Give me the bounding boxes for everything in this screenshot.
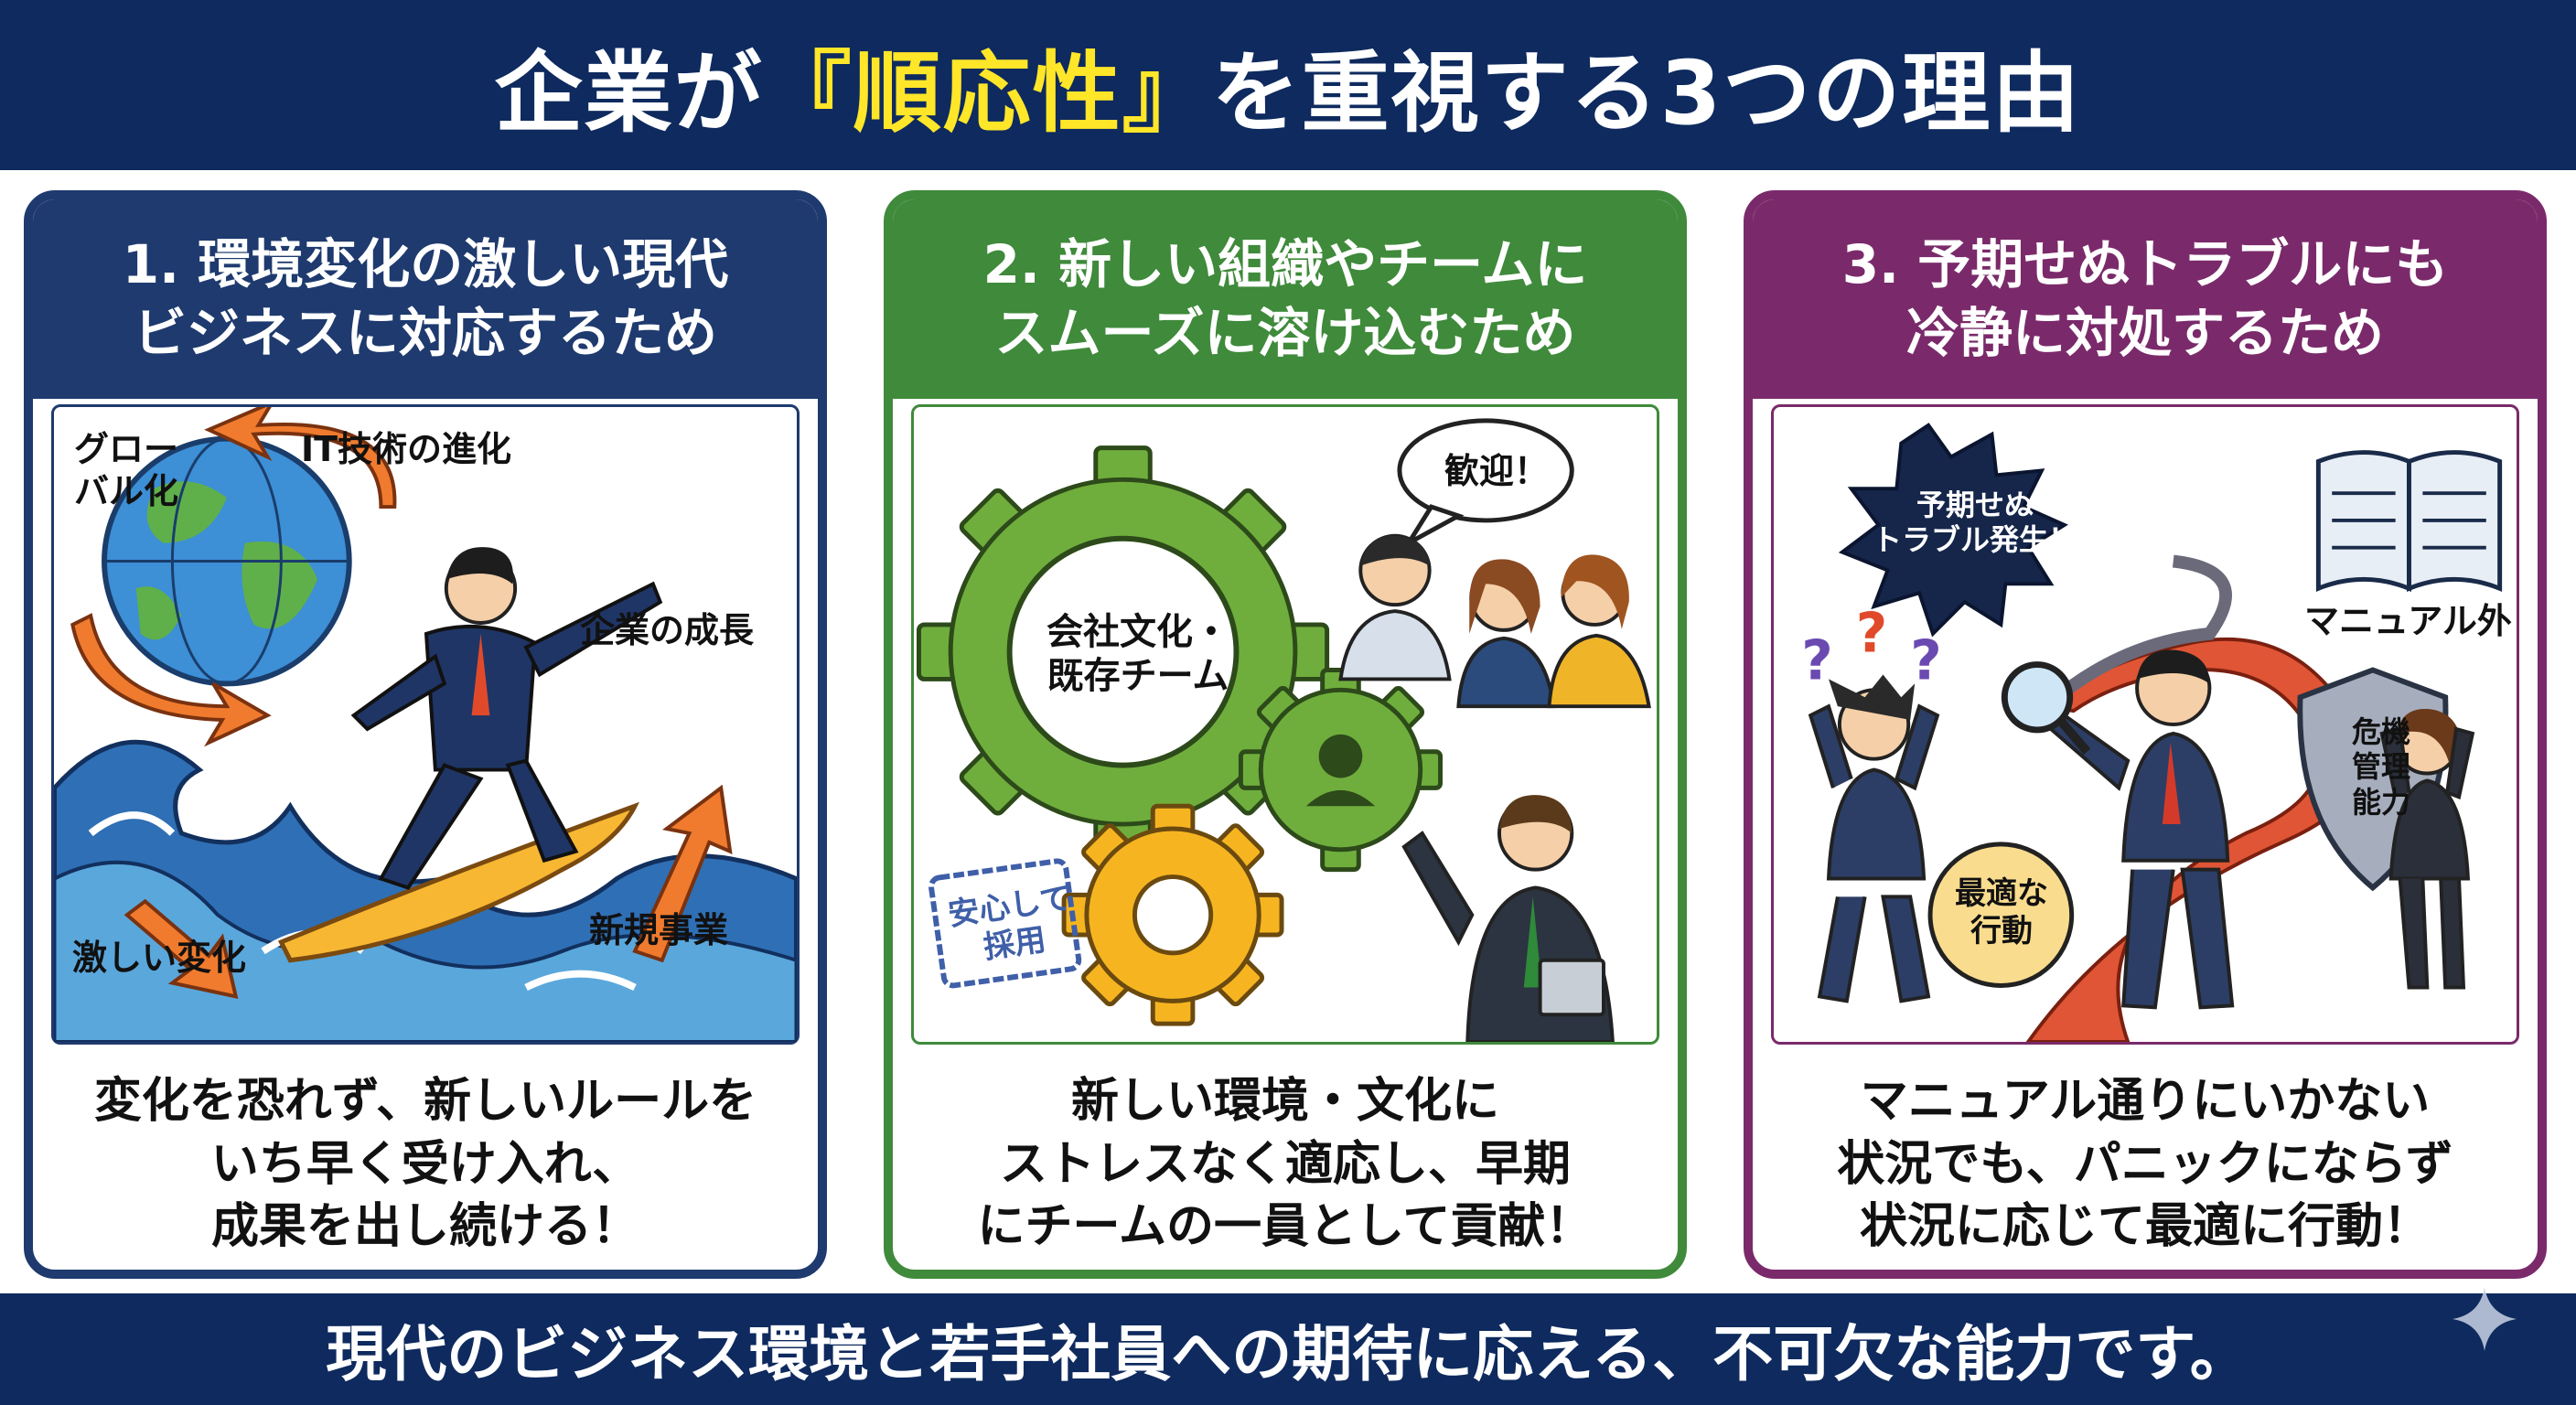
label-global-text: グロー バル化	[74, 429, 179, 511]
label-optimal-line1: 最適な	[1955, 875, 2048, 912]
label-it: IT技術の進化	[301, 429, 512, 469]
label-manual: マニュアル外	[2304, 601, 2512, 641]
label-new-business: 新規事業	[589, 910, 729, 950]
arrow-icon	[70, 613, 272, 747]
panicked-man-icon	[1808, 674, 1940, 1003]
label-shield-line3: 能力	[2352, 784, 2411, 820]
card-header: 3. 予期せぬトラブルにも 冷静に対処するため	[1753, 199, 2538, 399]
card-body-line2: ストレスなく適応し、早期	[999, 1136, 1571, 1192]
label-gear-culture: 会社文化・ 既存チーム	[1046, 610, 1229, 698]
gears-illustration: 歓迎！ 会社文化・ 既存チーム 安心して 採用	[911, 404, 1659, 1045]
title-highlight: 『順応性』	[763, 41, 1212, 145]
footer-text: 現代のビジネス環境と若手社員への期待に応える、不可欠な能力です。	[326, 1319, 2250, 1389]
card-title-line2: 冷静に対処するため	[1905, 302, 2384, 364]
new-employee-icon	[1401, 795, 1615, 1042]
speech-bubble-icon	[1397, 418, 1574, 550]
card-header: 1. 環境変化の激しい現代 ビジネスに対応するため	[33, 199, 818, 399]
sparkle-icon	[2453, 1287, 2517, 1351]
gear-icon	[1061, 803, 1284, 1026]
question-icon: ?	[1856, 603, 1888, 666]
gear-icon	[1238, 668, 1444, 873]
businessman-icon	[350, 547, 663, 890]
card-title-line2: スムーズに溶け込むため	[994, 302, 1576, 364]
card-body: 変化を恐れず、新しいルールを いち早く受け入れ、 成果を出し続ける！	[33, 1068, 818, 1260]
burst-icon	[1838, 423, 2068, 638]
gears-and-team-image	[916, 418, 1651, 1042]
label-trouble-line2: トラブル発生！	[1873, 522, 2078, 558]
crisis-illustration: ? ? ?	[1771, 404, 2519, 1045]
label-trouble: 予期せぬ トラブル発生！	[1873, 488, 2077, 558]
card-body: 新しい環境・文化に ストレスなく適応し、早期 にチームの一員として貢献！	[893, 1068, 1678, 1260]
label-gear-line2: 既存チーム	[1046, 655, 1229, 697]
card-body-line3: にチームの一員として貢献！	[977, 1199, 1594, 1255]
thought-bubble-icon	[1927, 842, 2075, 989]
arrow-icon	[123, 898, 239, 1000]
card-body-line2: 状況でも、パニックにならず	[1837, 1136, 2453, 1192]
card-body-line1: 新しい環境・文化に	[1070, 1074, 1499, 1130]
label-global: グロー バル化	[74, 429, 178, 512]
card-body-line3: 成果を出し続ける！	[210, 1199, 639, 1255]
calm-businessman-icon	[2047, 649, 2235, 1010]
card-body-line1: マニュアル通りにいかない	[1860, 1074, 2431, 1130]
label-welcome: 歓迎！	[1444, 451, 1550, 491]
stamp-icon	[928, 858, 1082, 989]
label-gear-line1: 会社文化・	[1046, 611, 1229, 653]
title-post: を重視する3つの理由	[1211, 41, 2082, 145]
arrow-icon	[204, 407, 397, 509]
surfing-illustration: グロー バル化 IT技術の進化 企業の成長 激しい変化 新規事業	[51, 404, 800, 1045]
question-icon: ?	[1910, 629, 1942, 692]
card-header: 2. 新しい組織やチームに スムーズに溶け込むため	[893, 199, 1678, 399]
label-shield-line2: 管理	[2352, 749, 2411, 785]
gear-icon	[916, 445, 1330, 859]
page-title: 企業が 『順応性』 を重視する3つの理由	[0, 0, 2576, 170]
label-shield: 危機 管理 能力	[2352, 714, 2410, 820]
team-members-icon	[1338, 533, 1651, 709]
card-title-line1: 3. 予期せぬトラブルにも	[1841, 232, 2449, 295]
card-body: マニュアル通りにいかない 状況でも、パニックにならず 状況に応じて最適に行動！	[1753, 1068, 2538, 1260]
label-change: 激しい変化	[72, 938, 247, 978]
label-trouble-line1: 予期せぬ	[1916, 488, 2034, 522]
globe-icon	[102, 435, 352, 687]
card-title-line1: 1. 環境変化の激しい現代	[122, 232, 729, 295]
book-icon	[2315, 450, 2503, 592]
label-optimal: 最適な 行動	[1955, 875, 2048, 950]
arrow-icon	[632, 784, 733, 963]
label-optimal-line2: 行動	[1970, 912, 2033, 949]
card-title-line2: ビジネスに対応するため	[133, 302, 717, 364]
card-body-line3: 状況に応じて最適に行動！	[1859, 1199, 2431, 1255]
question-icon: ?	[1801, 629, 1833, 692]
panicked-woman-icon	[2379, 708, 2475, 990]
title-pre: 企業が	[494, 41, 764, 145]
magnifier-icon	[2001, 661, 2091, 755]
label-shield-line1: 危機	[2352, 714, 2411, 749]
card-trouble-handling: 3. 予期せぬトラブルにも 冷静に対処するため ? ? ?	[1744, 190, 2547, 1279]
card-body-line2: いち早く受け入れ、	[210, 1136, 640, 1192]
surfer-on-wave-image	[54, 407, 797, 1042]
footer-banner: 現代のビジネス環境と若手社員への期待に応える、不可欠な能力です。	[0, 1293, 2576, 1405]
card-body-line1: 変化を恐れず、新しいルールを	[93, 1074, 757, 1130]
card-title-line1: 2. 新しい組織やチームに	[982, 232, 1588, 295]
crisis-response-image: ? ? ?	[1801, 423, 2503, 1042]
label-growth: 企業の成長	[580, 610, 755, 650]
card-team-integration: 2. 新しい組織やチームに スムーズに溶け込むため	[884, 190, 1687, 1279]
card-environment-change: 1. 環境変化の激しい現代 ビジネスに対応するため	[24, 190, 827, 1279]
